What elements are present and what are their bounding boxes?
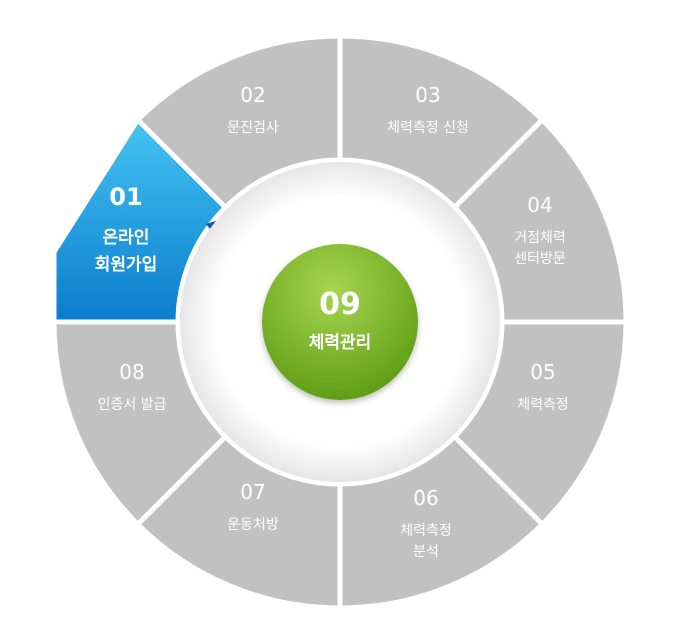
center-hub <box>262 244 418 400</box>
step-06-label: 체력측정 <box>400 523 452 539</box>
step-04-segment <box>451 116 629 325</box>
center-number: 09 <box>319 287 361 322</box>
step-06-segment <box>337 433 546 611</box>
step-05-segment <box>451 319 629 528</box>
step-04-label: 거점체력 <box>514 230 566 246</box>
step-04-number: 04 <box>527 193 552 217</box>
center-label: 체력관리 <box>309 333 372 353</box>
step-07-number: 07 <box>240 480 265 504</box>
step-02-segment <box>134 33 343 211</box>
step-01-label: 회원가입 <box>95 255 158 275</box>
step-03-label: 체력측정 신청 <box>387 120 469 136</box>
step-04-label: 센터방문 <box>514 251 566 267</box>
step-02-label: 문진검사 <box>227 120 279 136</box>
center-hub-circle <box>262 244 418 400</box>
step-07-segment <box>134 433 343 611</box>
step-06-number: 06 <box>413 486 438 510</box>
step-07-label: 운동처방 <box>227 517 279 533</box>
step-05-number: 05 <box>530 360 555 384</box>
step-05-label: 체력측정 <box>517 397 569 413</box>
step-08-segment <box>51 319 229 528</box>
step-01-number: 01 <box>109 183 142 211</box>
step-08-number: 08 <box>119 360 144 384</box>
step-03-segment <box>337 33 546 211</box>
step-06-label: 분석 <box>413 544 439 560</box>
step-01-label: 온라인 <box>103 228 150 248</box>
step-03-number: 03 <box>415 83 440 107</box>
step-02-number: 02 <box>240 83 265 107</box>
step-08-label: 인증서 발급 <box>98 397 167 413</box>
